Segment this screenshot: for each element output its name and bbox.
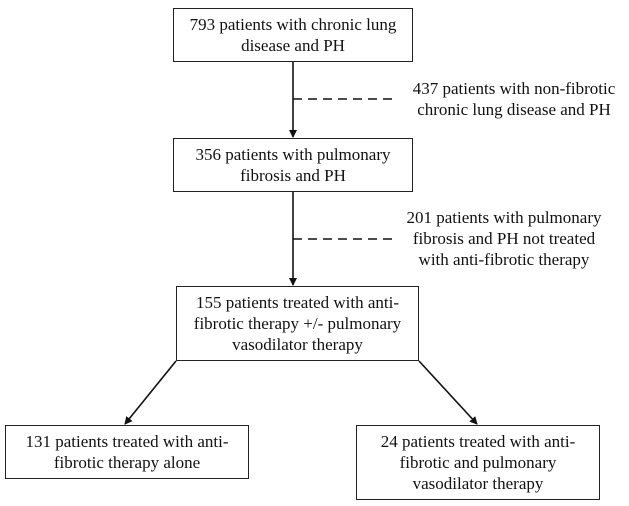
box-antifibrotic-alone: 131 patients treated with anti-fibrotic … [5,425,249,479]
exclusion-non-fibrotic: 437 patients with non-fibrotic chronic l… [400,78,628,120]
arrow-3-to-4 [124,360,177,425]
box-text: 356 patients with pulmonary fibrosis and… [195,145,391,185]
exclusion-text: 201 patients with pulmonary fibrosis and… [406,208,602,269]
exclusion-text: 437 patients with non-fibrotic chronic l… [412,79,616,119]
box-text: 131 patients treated with anti-fibrotic … [25,432,229,472]
arrow-3-to-5 [418,360,478,425]
box-text: 24 patients treated with anti-fibrotic a… [380,432,576,493]
box-total-patients: 793 patients with chronic lung disease a… [173,8,413,62]
box-text: 155 patients treated with anti-fibrotic … [193,293,402,354]
exclusion-not-treated: 201 patients with pulmonary fibrosis and… [398,207,610,270]
box-antifibrotic-and-vasodilator: 24 patients treated with anti-fibrotic a… [356,425,600,500]
box-text: 793 patients with chronic lung disease a… [189,15,397,55]
box-pulmonary-fibrosis: 356 patients with pulmonary fibrosis and… [173,138,413,192]
box-treated-antifibrotic: 155 patients treated with anti-fibrotic … [176,286,419,361]
